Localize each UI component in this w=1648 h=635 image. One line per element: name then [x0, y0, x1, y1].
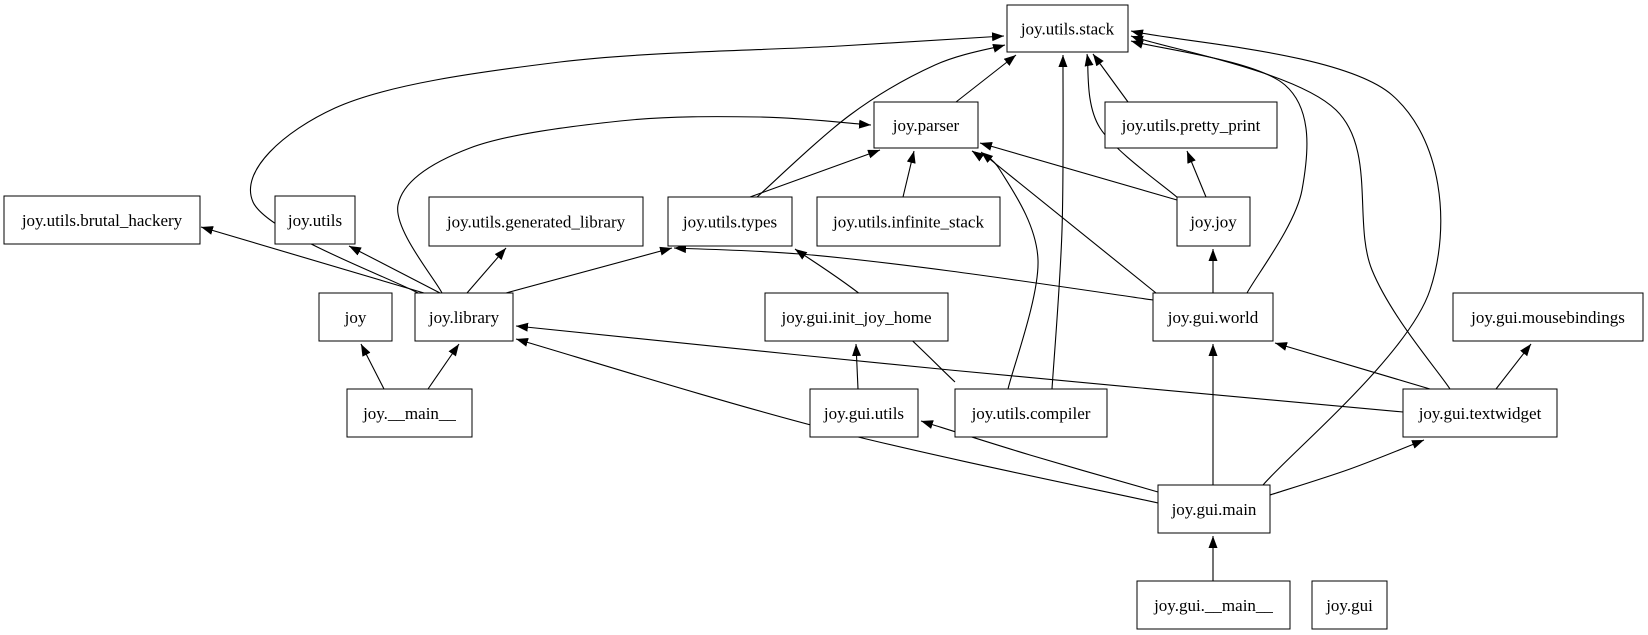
node-joy-gui-init-joy-home: joy.gui.init_joy_home — [764, 292, 949, 342]
node-label-joy-joy: joy.joy — [1189, 213, 1237, 232]
edge-joy-gui-textwidget--to--joy-gui-world — [1274, 342, 1431, 390]
edge-joy-library--to--joy-utils-types — [505, 246, 673, 294]
node-box-joy-parser — [873, 101, 979, 149]
node-joy: joy — [318, 292, 393, 342]
node-joy-utils: joy.utils — [274, 195, 356, 245]
edge-joy-library--to--joy-utils — [348, 245, 441, 294]
edge-joy-main--to--joy-library — [427, 343, 460, 390]
node-joy-gui-main: joy.gui.main — [1157, 484, 1271, 534]
node-joy-gui-world: joy.gui.world — [1152, 292, 1274, 342]
node-joy-utils-stack: joy.utils.stack — [1006, 4, 1129, 53]
node-joy-utils-brutal-hackery: joy.utils.brutal_hackery — [3, 195, 201, 245]
node-label-joy-utils-stack: joy.utils.stack — [1020, 20, 1115, 39]
node-box-joy-gui-textwidget — [1402, 388, 1558, 438]
edge-joy-utils-types--to--joy-parser — [749, 149, 881, 198]
edge-joy-gui-main--to--joy-gui-utils — [920, 420, 1159, 493]
node-box-joy — [318, 292, 393, 342]
node-label-joy-utils-infinite-stack: joy.utils.infinite_stack — [832, 213, 984, 232]
node-joy-library: joy.library — [414, 292, 514, 342]
edge-joy-joy--to--joy-utils-pretty-print — [1186, 150, 1207, 198]
node-joy-gui-main-module: joy.gui.__main__ — [1136, 580, 1291, 630]
node-label-joy-gui-textwidget: joy.gui.textwidget — [1418, 404, 1542, 423]
edge-joy-gui-textwidget--to--joy-library — [515, 322, 1404, 413]
node-joy-utils-pretty-print: joy.utils.pretty_print — [1104, 101, 1278, 149]
node-label-joy-utils-pretty-print: joy.utils.pretty_print — [1121, 116, 1261, 135]
node-box-joy-gui-main — [1157, 484, 1271, 534]
node-box-joy-utils-types — [667, 196, 793, 247]
node-label-joy-utils-types: joy.utils.types — [682, 213, 777, 232]
node-label-joy-gui-init-joy-home: joy.gui.init_joy_home — [780, 308, 931, 327]
node-joy-parser: joy.parser — [873, 101, 979, 149]
node-box-joy-utils-stack — [1006, 4, 1129, 53]
edge-joy-gui-main--to--joy-utils-stack — [1130, 29, 1442, 486]
node-box-joy-gui — [1311, 580, 1388, 630]
edge-joy-library--to--joy-utils-brutal-hackery — [200, 226, 425, 294]
node-label-joy-gui: joy.gui — [1325, 596, 1373, 615]
node-joy-main: joy.__main__ — [346, 388, 473, 438]
node-joy-utils-compiler: joy.utils.compiler — [954, 388, 1108, 438]
edge-joy-utils-compiler--to--joy-utils-stack — [1051, 54, 1068, 390]
node-label-joy-main: joy.__main__ — [362, 404, 456, 423]
edge-joy-library--to--joy-parser — [397, 116, 872, 294]
node-joy-gui: joy.gui — [1311, 580, 1388, 630]
node-box-joy-gui-main-module — [1136, 580, 1291, 630]
node-box-joy-gui-mousebindings — [1452, 292, 1644, 342]
edge-joy-library--to--joy-utils-generated-library — [466, 247, 507, 294]
node-label-joy-utils: joy.utils — [287, 211, 342, 230]
node-box-joy-utils-generated-library — [428, 196, 644, 247]
nodes-layer: joy.utils.stack joy.parser joy.utils.prett… — [3, 4, 1644, 630]
node-label-joy-parser: joy.parser — [892, 116, 960, 135]
node-label-joy-gui-world: joy.gui.world — [1167, 308, 1259, 327]
node-box-joy-gui-init-joy-home — [764, 292, 949, 342]
node-box-joy-utils — [274, 195, 356, 245]
node-box-joy-utils-pretty-print — [1104, 101, 1278, 149]
node-box-joy-utils-compiler — [954, 388, 1108, 438]
edge-joy-gui-utils--to--joy-gui-init-joy-home — [852, 343, 862, 390]
edge-joy-utils-types--to--joy-utils-stack — [756, 43, 1006, 198]
edge-joy-joy--to--joy-parser — [979, 142, 1178, 201]
node-label-joy-gui-utils: joy.gui.utils — [823, 404, 904, 423]
node-joy-utils-infinite-stack: joy.utils.infinite_stack — [816, 196, 1001, 247]
edge-joy-utils-infinite-stack--to--joy-parser — [902, 150, 916, 198]
node-box-joy-library — [414, 292, 514, 342]
node-joy-gui-utils: joy.gui.utils — [809, 388, 919, 438]
node-label-joy-gui-mousebindings: joy.gui.mousebindings — [1470, 308, 1625, 327]
edge-joy-utils-compiler--to--joy-parser — [971, 150, 1039, 390]
node-label-joy-gui-main-module: joy.gui.__main__ — [1153, 596, 1273, 615]
node-box-joy-utils-brutal-hackery — [3, 195, 201, 245]
edge-joy-gui-textwidget--to--joy-utils-stack — [1130, 35, 1451, 390]
node-label-joy: joy — [344, 308, 367, 327]
edge-joy-parser--to--joy-utils-stack — [955, 54, 1017, 103]
edge-joy-main--to--joy — [360, 343, 385, 390]
edge-joy-gui-world--to--joy-parser — [980, 151, 1157, 294]
edge-joy-utils-pretty-print--to--joy-utils-stack — [1092, 53, 1129, 103]
node-label-joy-utils-compiler: joy.utils.compiler — [971, 404, 1091, 423]
node-box-joy-gui-world — [1152, 292, 1274, 342]
node-label-joy-utils-generated-library: joy.utils.generated_library — [446, 213, 626, 232]
edge-joy-joy--to--joy-utils-stack — [1084, 53, 1179, 199]
node-joy-joy: joy.joy — [1176, 196, 1251, 247]
edge-joy-gui-world--to--joy-utils-types — [673, 244, 1154, 301]
node-joy-gui-mousebindings: joy.gui.mousebindings — [1452, 292, 1644, 342]
node-joy-gui-textwidget: joy.gui.textwidget — [1402, 388, 1558, 438]
node-box-joy-gui-utils — [809, 388, 919, 438]
node-box-joy-utils-infinite-stack — [816, 196, 1001, 247]
node-box-joy-main — [346, 388, 473, 438]
edge-joy-gui-textwidget--to--joy-gui-mousebindings — [1495, 343, 1532, 390]
node-label-joy-utils-brutal-hackery: joy.utils.brutal_hackery — [21, 211, 183, 230]
node-box-joy-joy — [1176, 196, 1251, 247]
node-label-joy-gui-main: joy.gui.main — [1171, 500, 1257, 519]
edge-joy-library--to--joy-utils-stack — [250, 32, 1005, 294]
node-label-joy-library: joy.library — [428, 308, 500, 327]
node-joy-utils-types: joy.utils.types — [667, 196, 793, 247]
edge-joy-gui-main--to--joy-gui-textwidget — [1269, 439, 1425, 496]
node-joy-utils-generated-library: joy.utils.generated_library — [428, 196, 644, 247]
